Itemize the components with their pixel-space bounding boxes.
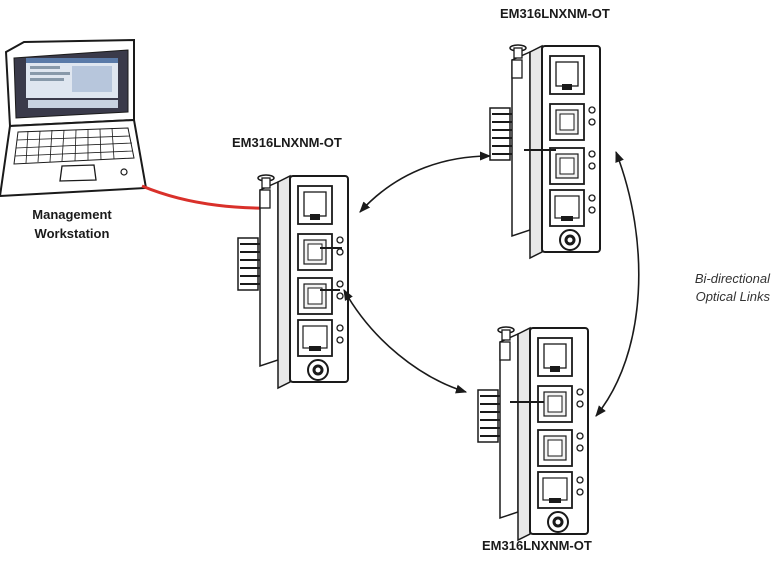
optical-links-label: Bi-directional Optical Links: [640, 270, 770, 306]
workstation-label-line2: Workstation: [34, 226, 110, 241]
module-top-right-label: EM316LNXNM-OT: [500, 6, 610, 21]
module-bottom-right-label: EM316LNXNM-OT: [482, 538, 592, 553]
optical-links-label-line2: Optical Links: [695, 289, 770, 304]
module-bottom-right: [477, 326, 589, 541]
optical-link-top-bottom: [595, 150, 640, 417]
laptop-icon: [0, 38, 148, 198]
module-top-right: [489, 44, 601, 259]
workstation-label: Management Workstation: [12, 205, 132, 243]
workstation-label-line1: Management: [32, 207, 112, 222]
module-left-label: EM316LNXNM-OT: [232, 135, 342, 150]
optical-link-left-top: [359, 151, 492, 213]
optical-links-label-line1: Bi-directional: [694, 271, 770, 286]
optical-link-left-bottom: [343, 289, 468, 394]
screen-content: [26, 58, 118, 108]
